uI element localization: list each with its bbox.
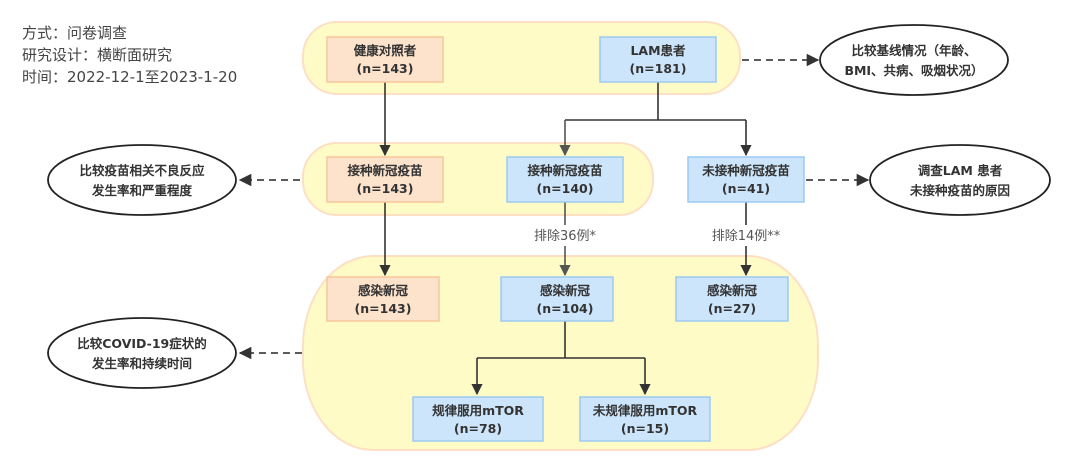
- node-irregular-mtor-title: 未规律服用mTOR: [592, 403, 698, 418]
- outcome-adverse-line1: 比较疫苗相关不良反应: [79, 163, 205, 178]
- outcome-baseline: 比较基线情况（年龄、 BMI、共病、吸烟状况）: [819, 24, 1009, 96]
- node-control: 健康对照者 (n=143): [326, 36, 444, 83]
- node-control-count: (n=143): [357, 61, 414, 76]
- node-lam-vaccinated-infected: 感染新冠 (n=104): [500, 276, 614, 322]
- outcome-symptoms-line1: 比较COVID-19症状的: [77, 336, 206, 351]
- node-control-title: 健康对照者: [354, 43, 417, 58]
- node-irregular-mtor: 未规律服用mTOR (n=15): [579, 396, 711, 442]
- outcome-unvaccinated-reason: 调查LAM 患者 未接种疫苗的原因: [869, 144, 1051, 216]
- outcome-unvaccinated-reason-line2: 未接种疫苗的原因: [909, 183, 1010, 198]
- node-lam-unvaccinated-infected-title: 感染新冠: [707, 283, 758, 298]
- node-control-infected-title: 感染新冠: [358, 283, 409, 298]
- node-regular-mtor: 规律服用mTOR (n=78): [412, 396, 544, 442]
- node-lam-unvaccinated: 未接种新冠疫苗 (n=41): [687, 156, 805, 203]
- exclusion-note-vaccinated: 排除36例*: [534, 229, 597, 244]
- study-period: 时间：2022-12-1至2023-1-20: [22, 68, 238, 86]
- node-lam-title: LAM患者: [630, 43, 686, 58]
- outcome-unvaccinated-reason-line1: 调查LAM 患者: [918, 163, 1003, 178]
- outcome-adverse-line2: 发生率和严重程度: [91, 183, 193, 198]
- node-lam-vaccinated: 接种新冠疫苗 (n=140): [506, 156, 624, 203]
- node-control-infected: 感染新冠 (n=143): [326, 276, 440, 322]
- node-lam-vaccinated-title: 接种新冠疫苗: [527, 163, 603, 178]
- exclusion-note-unvaccinated: 排除14例**: [712, 229, 781, 244]
- node-control-infected-count: (n=143): [355, 301, 412, 316]
- node-control-vaccinated-title: 接种新冠疫苗: [347, 163, 423, 178]
- outcome-baseline-line1: 比较基线情况（年龄、: [851, 43, 976, 58]
- node-lam-unvaccinated-infected-count: (n=27): [708, 301, 756, 316]
- node-regular-mtor-title: 规律服用mTOR: [432, 403, 524, 418]
- node-lam-vaccinated-infected-title: 感染新冠: [540, 283, 591, 298]
- node-regular-mtor-count: (n=78): [454, 421, 502, 436]
- outcome-baseline-line2: BMI、共病、吸烟状况）: [844, 63, 983, 78]
- outcome-adverse: 比较疫苗相关不良反应 发生率和严重程度: [47, 144, 237, 216]
- study-design: 研究设计：横断面研究: [22, 46, 173, 64]
- node-lam-vaccinated-infected-count: (n=104): [537, 301, 594, 316]
- outcome-symptoms: 比较COVID-19症状的 发生率和持续时间: [47, 317, 237, 389]
- node-lam-unvaccinated-count: (n=41): [722, 181, 770, 196]
- survey-method: 方式：问卷调查: [22, 24, 128, 42]
- node-lam-count: (n=181): [630, 61, 687, 76]
- node-control-vaccinated: 接种新冠疫苗 (n=143): [326, 156, 444, 203]
- node-lam-unvaccinated-infected: 感染新冠 (n=27): [675, 276, 789, 322]
- node-lam-unvaccinated-title: 未接种新冠疫苗: [701, 163, 790, 178]
- node-irregular-mtor-count: (n=15): [621, 421, 669, 436]
- outcome-symptoms-line2: 发生率和持续时间: [91, 356, 192, 371]
- node-lam-vaccinated-count: (n=140): [537, 181, 594, 196]
- node-control-vaccinated-count: (n=143): [357, 181, 414, 196]
- node-lam: LAM患者 (n=181): [599, 36, 717, 83]
